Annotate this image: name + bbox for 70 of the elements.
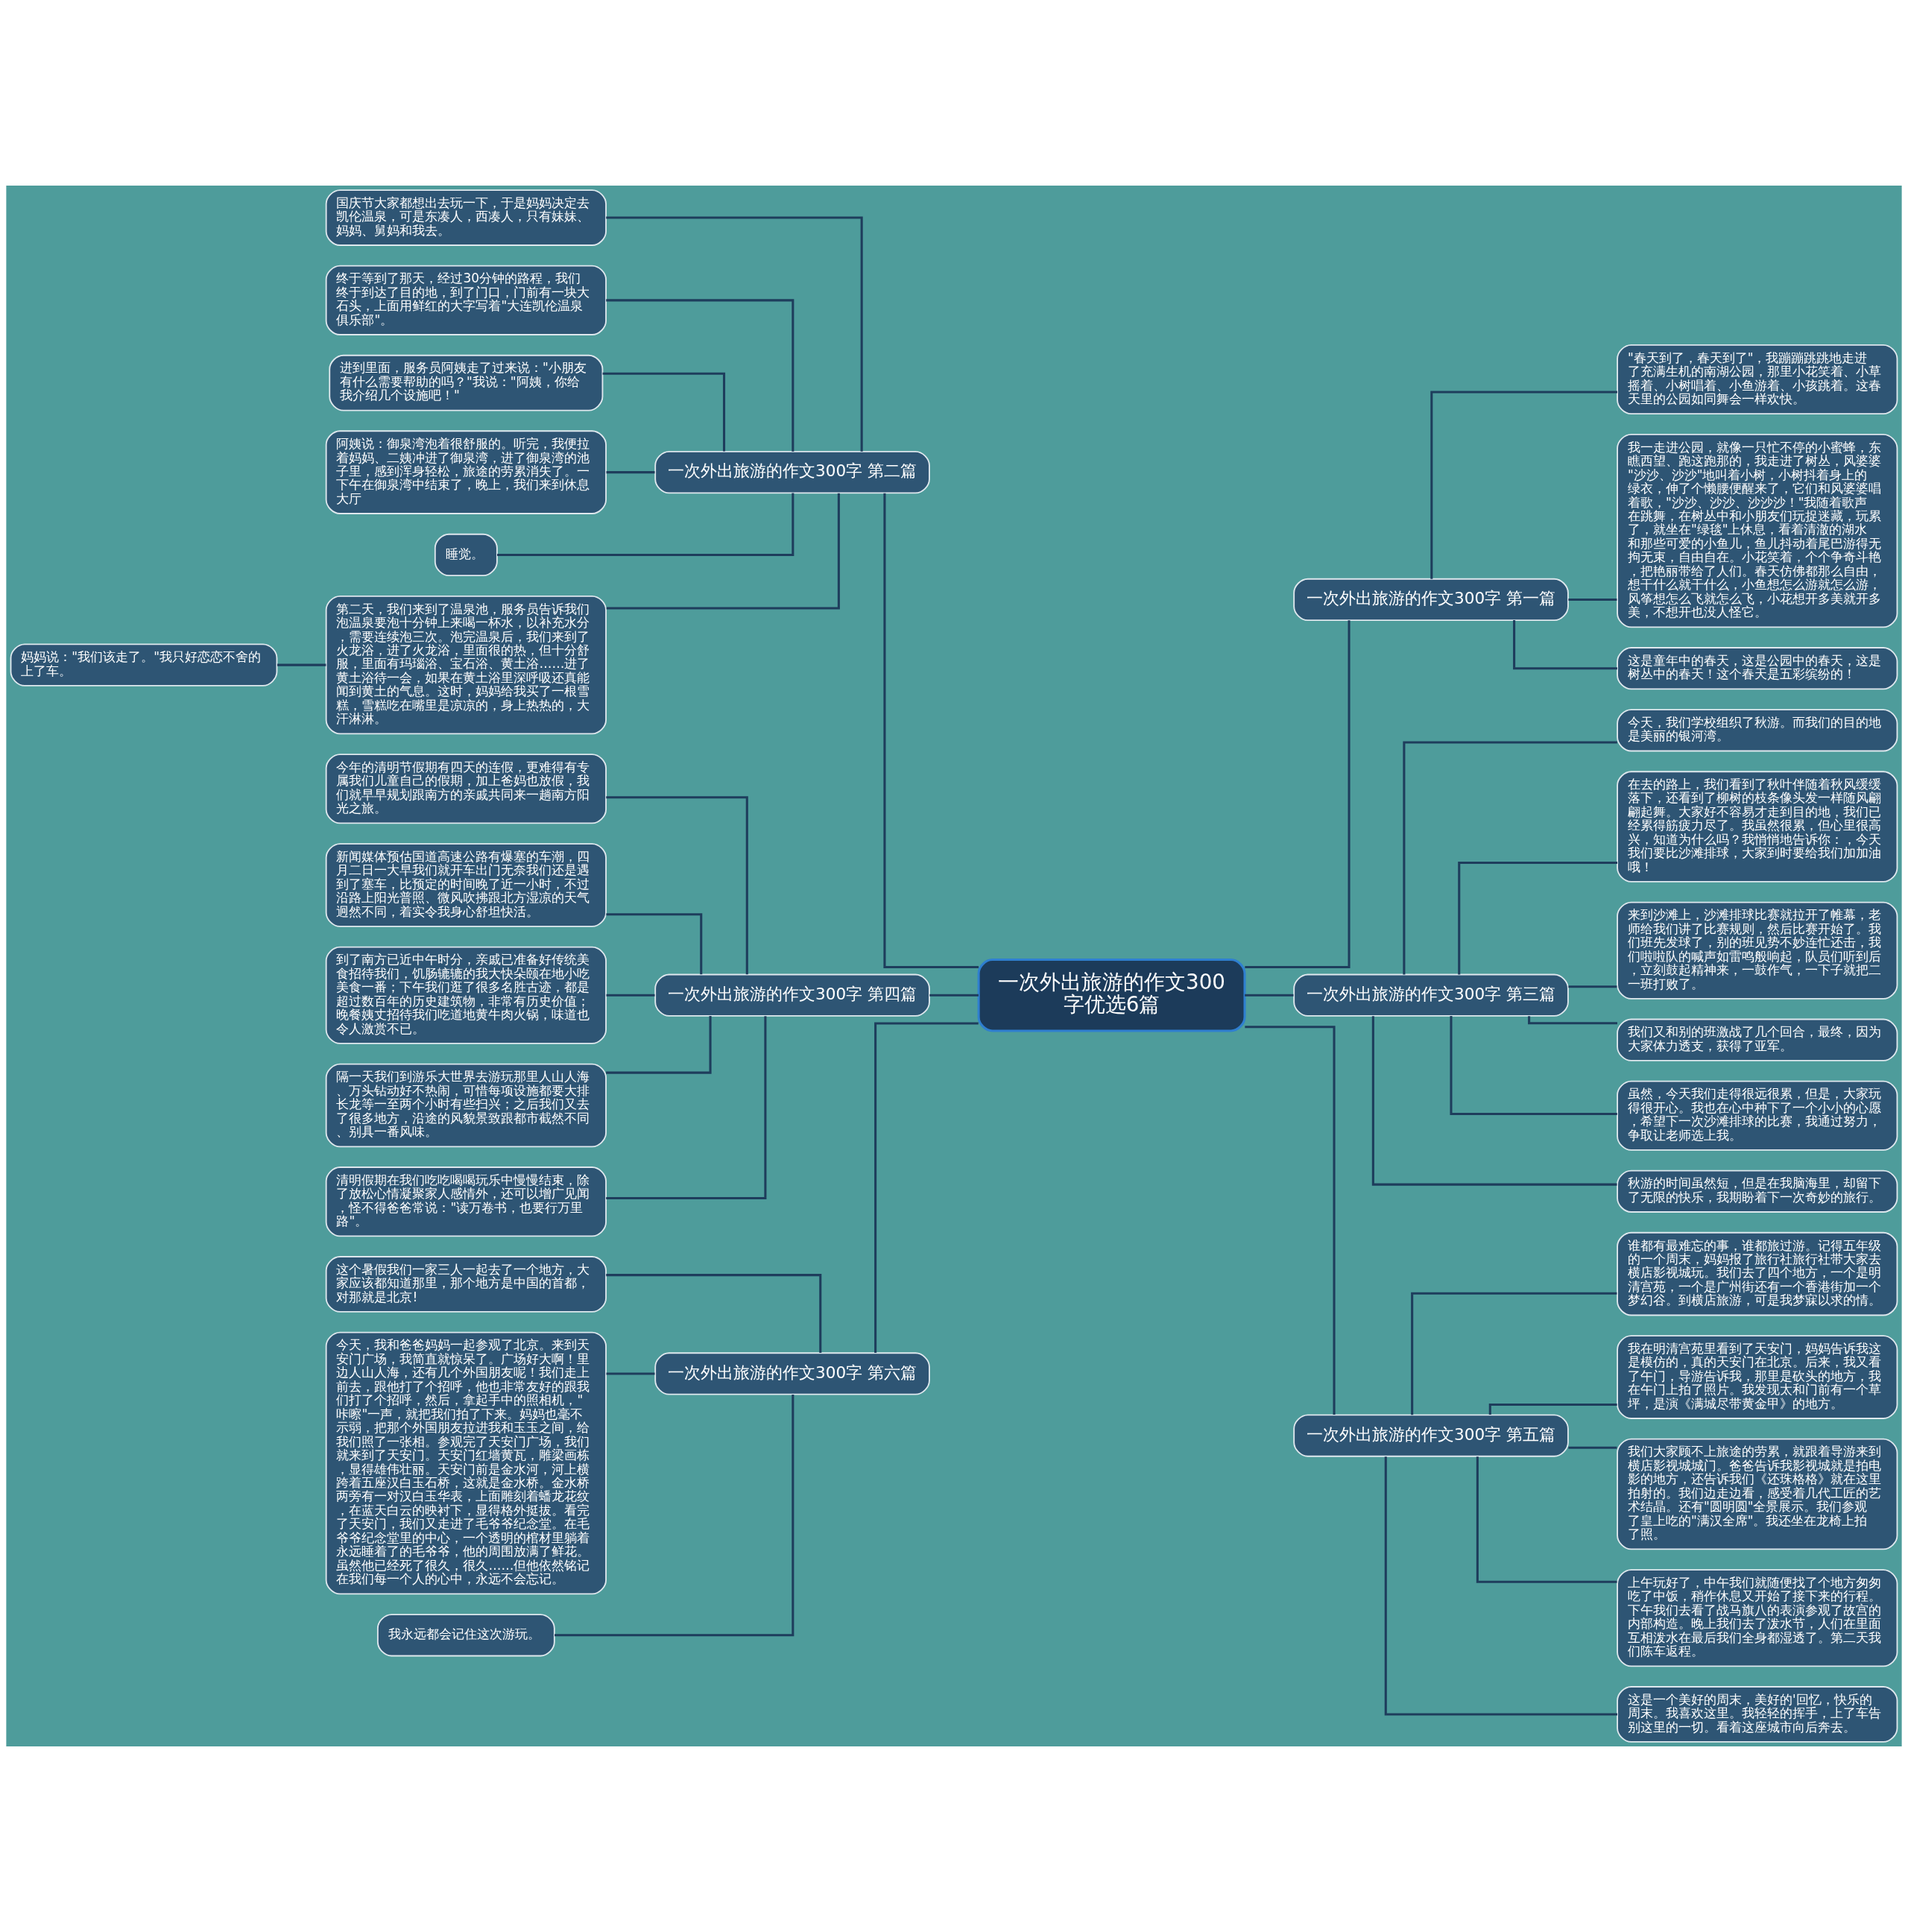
node-box: 这是一个美好的周末，美好的'回忆，快乐的周末。我喜欢这里。我轻轻的挥手，上了车告别这里的一切。看着这座城市向后奔去。: [1617, 1686, 1898, 1743]
connector: [606, 1274, 822, 1353]
node-box: 一次外出旅游的作文300字 第二篇: [654, 451, 930, 494]
node-box: 睡觉。: [434, 533, 498, 577]
node-box: 虽然，今天我们走得很远很累，但是，大家玩得很开心。我也在心中种下了一个小小的心愿，希望下一次沙滩排球的比赛，我通过努力，争取让老师选上我。: [1617, 1080, 1898, 1151]
node-box: 我永远都会记住这次游玩。: [376, 1614, 555, 1657]
connector: [929, 994, 979, 997]
node-box: 一次外出旅游的作文300字 第五篇: [1293, 1414, 1569, 1457]
node-box: 隔一天我们到游乐大世界去游玩那里人山人海、万头钻动好不热闹，可惜每项设施都要大排长龙等一至两个小时有些扫兴；之后我们又去了很多地方，沿途的风貌景致跟都市截然不同、别具一番风味。: [325, 1063, 607, 1148]
connector: [1568, 1446, 1617, 1449]
node-box: 今天，我们学校组织了秋游。而我们的目的地是美丽的银河湾。: [1617, 709, 1898, 752]
node-box: 清明假期在我们吃吃喝喝玩乐中慢慢结束，除了放松心情凝聚家人感情外，还可以增广见闻，怪不得爸爸常说："读万卷书，也要行万里路"。: [325, 1167, 607, 1237]
node-box: 这个暑假我们一家三人一起去了一个地方，大家应该都知道那里，那个地方是中国的首都，对那就是北京!: [325, 1256, 607, 1313]
connector: [1458, 862, 1618, 975]
node-box: 这是童年中的春天，这是公园中的春天，这是树丛中的春天！这个春天是五彩缤纷的！: [1617, 647, 1898, 690]
connector: [606, 493, 840, 610]
node-box: 在去的路上，我们看到了秋叶伴随着秋风缓缓落下，还看到了柳树的枝条像头发一样随风翩翩起舞。大家好不容易才走到目的地，我们已经累得筋疲力尽了。我虽然很累，但心里很高兴，知道为什么吗？我悄悄地告诉你：，今天我们要比沙滩排球，大家到时要给我们加加油哦！: [1617, 771, 1898, 883]
connector: [1488, 1403, 1617, 1415]
node-box: 进到里面，服务员阿姨走了过来说："小朋友有什么需要帮助的吗？"我说："阿姨，你给我介绍几个设施吧！": [329, 354, 604, 411]
node-box: 一次外出旅游的作文300字 第一篇: [1293, 578, 1569, 622]
connector: [606, 994, 655, 997]
node-box: 上午玩好了，中午我们就随便找了个地方匆匆吃了中饭，稍作休息又开始了接下来的行程。下午我们去看了战马旗八的表演参观了故宫的内部构造。晚上我们去了泼水节，人们在里面互相泼水在最后我们全身都湿透了。第二天我们陈车返程。: [1617, 1569, 1898, 1667]
connector: [1450, 1015, 1617, 1115]
node-box: 秋游的时间虽然短，但是在我脑海里，却留下了无限的快乐，我期盼着下一次奇妙的旅行。: [1617, 1169, 1898, 1213]
connector: [1430, 391, 1617, 579]
node-box: 谁都有最难忘的事，谁都旅过游。记得五年级的一个周末，妈妈报了旅行社旅行社带大家去横店影视城玩。我们去了四个地方，一个是明清宫苑，一个是广州街还有一个香港街加一个梦幻谷。到横店旅游，可是我梦寐以求的情。: [1617, 1231, 1898, 1316]
connector: [602, 372, 726, 452]
connector: [555, 1395, 795, 1637]
connector: [1568, 598, 1617, 601]
node-box: 今天，我和爸爸妈妈一起参观了北京。来到天安门广场，我简直就惊呆了。广场好大啊！里边人山人海，还有几个外国朋友呢！我们走上前去，跟他打了个招呼，他也非常友好的跟我们打了个招呼，然后，拿起手中的照相机，"咔嚓"一声，就把我们拍了下来。妈妈也毫不示弱，把那个外国朋友拉进我和玉玉之间，给我们照了一张相。参观完了天安门广场，我们就来到了天安门。天安门红墙黄瓦，雕梁画栋，显得雄伟壮丽。天安门前是金水河，河上横跨着五座汉白玉石桥，这就是金水桥。金水桥两旁有一对汉白玉华表，上面雕刻着蟠龙花纹，在蓝天白云的映衬下，显得格外挺拔。看完了天安门，我们又走进了毛爷爷纪念堂。在毛爷爷纪念堂里的中心，一个透明的棺材里躺着永远睡着了的毛爷爷，他的周围放满了鲜花。虽然他已经死了很久，很久……但他依然铭记在我们每一个人的心中，永远不会忘记。: [325, 1331, 607, 1595]
connector: [1513, 620, 1617, 670]
connector: [497, 493, 795, 556]
connector: [606, 796, 748, 975]
node-box: 今年的清明节假期有四天的连假，更难得有专属我们儿童自己的假期，加上爸妈也放假，我们就早早规划跟南方的亲戚共同来一趟南方阳光之旅。: [325, 754, 607, 824]
connector: [1476, 1456, 1617, 1583]
node-box: "春天到了，春天到了"，我蹦蹦跳跳地走进了充满生机的南湖公园，那里小花笑着、小草摇着、小树唱着、小鱼游着、小孩跳着。这春天里的公园如同舞会一样欢快。: [1617, 344, 1898, 415]
node-box: 我在明清宫苑里看到了天安门，妈妈告诉我这是模仿的，真的天安门在北京。后来，我又看了午门，导游告诉我，那里是砍头的地方，我在午门上拍了照片。我发现太和门前有一个草坪，是演《满城尽带黄金甲》的地方。: [1617, 1335, 1898, 1419]
connector: [1568, 985, 1617, 988]
connector: [1384, 1456, 1617, 1716]
node-box: 一次外出旅游的作文300字 第三篇: [1293, 973, 1569, 1017]
connector: [606, 1372, 655, 1375]
node-box: 到了南方已近中午时分，亲戚已准备好传统美食招待我们，饥肠辘辘的我大快朵颐在地小吃美食一番；下午我们逛了很多名胜古迹，都是超过数百年的历史建筑物，非常有历史价值；晚餐姨丈招待我们吃道地黄牛肉火锅，味道也令人激赏不已。: [325, 946, 607, 1044]
connector: [1245, 620, 1351, 969]
connector: [1371, 1016, 1617, 1186]
node-box: 国庆节大家都想出去玩一下，于是妈妈决定去凯伦温泉，可是东凑人，西凑人，只有妹妹、妈妈、舅妈和我去。: [325, 189, 607, 246]
connector: [1245, 994, 1294, 997]
node-box: 一次外出旅游的作文300字 第六篇: [654, 1352, 930, 1395]
node-box: 新闻媒体预估国道高速公路有爆塞的车潮，四月二日一大早我们就开车出门无奈我们还是遇到了塞车，比预定的时间晚了近一小时，不过沿路上阳光普照、微风吹拂跟北方湿凉的天气迥然不同，着实令我身心舒坦快活。: [325, 843, 607, 927]
node-box: 一次外出旅游的作文300字优选6篇: [977, 959, 1246, 1032]
connector: [606, 1016, 712, 1074]
connector: [1403, 741, 1617, 975]
node-box: 一次外出旅游的作文300字 第四篇: [654, 973, 930, 1017]
node-box: 我们又和别的班激战了几个回合，最终，因为大家体力透支，获得了亚军。: [1617, 1018, 1898, 1061]
connector: [606, 299, 795, 452]
node-box: 终于等到了那天，经过30分钟的路程，我们终于到达了目的地，到了门口，门前有一块大石头，上面用鲜红的大字写着"大连凯伦温泉俱乐部"。: [325, 265, 607, 335]
node-box: 我们大家顾不上旅途的劳累，就跟着导游来到横店影视城城门。爸爸告诉我影视城就是拍电影的地方，还告诉我们《还珠格格》就在这里拍射的。我们边走边看，感受着几代工匠的艺术结晶。还有"圆明圆"全景展示。我们参观了皇上吃的"满汉全席"。我还坐在龙椅上拍了照。: [1617, 1438, 1898, 1550]
node-box: 来到沙滩上，沙滩排球比赛就拉开了帷幕，老师给我们讲了比赛规则，然后比赛开始了。我们班先发球了，别的班见势不妙连忙还击，我们啦啦队的喊声如雷鸣般响起，队员们听到后，立刻鼓起精神来，一鼓作气，一下子就把二一班打败了。: [1617, 901, 1898, 1000]
connector: [874, 1022, 979, 1353]
node-box: 阿姨说：御泉湾泡着很舒服的。听完，我便拉着妈妈、二姨冲进了御泉湾，进了御泉湾的池子里，感到浑身轻松，旅途的劳累消失了。一下午在御泉湾中结束了，晚上，我们来到休息大厅: [325, 430, 607, 514]
node-box: 我一走进公园，就像一只忙不停的小蜜蜂，东瞧西望、跑这跑那的，我走进了树丛，风婆婆"沙沙、沙沙"地叫着小树，小树抖着身上的绿衣，伸了个懒腰便醒来了，它们和风婆婆唱着歌，"沙沙、沙沙、沙沙沙！"我随着歌声在跳舞，在树丛中和小朋友们玩捉迷藏，玩累了，就坐在"绿毯"上休息，看着清澈的湖水和那些可爱的小鱼儿，鱼儿抖动着尾巴游得无拘无束，自由自在。小花笑着，个个争奇斗艳，把艳丽带给了人们。春天仿佛都那么自由，想干什么就干什么，小鱼想怎么游就怎么游，风筝想怎么飞就怎么飞，小花想开多美就开多美，不想开也没人怪它。: [1617, 433, 1898, 628]
connector: [606, 471, 655, 474]
connector: [606, 216, 863, 452]
connector: [1245, 1026, 1336, 1415]
connector: [883, 493, 979, 969]
node-box: 妈妈说："我们该走了。"我只好恋恋不舍的上了车。: [10, 643, 278, 686]
connector: [1411, 1292, 1617, 1415]
node-box: 第二天，我们来到了温泉池，服务员告诉我们泡温泉要泡十分钟上来喝一杯水，以补充水分，需要连续泡三次。泡完温泉后，我们来到了火龙浴，进了火龙浴，里面很的热，但十分舒服，里面有玛瑙浴、宝石浴、黄土浴……进了黄土浴待一会，如果在黄土浴里深呼吸还真能闻到黄土的气息。这时，妈妈给我买了一根雪糕，雪糕吃在嘴里是凉凉的，身上热热的，大汗淋淋。: [325, 595, 607, 735]
connector: [606, 913, 703, 975]
connector: [277, 663, 326, 666]
connector: [606, 1016, 767, 1200]
